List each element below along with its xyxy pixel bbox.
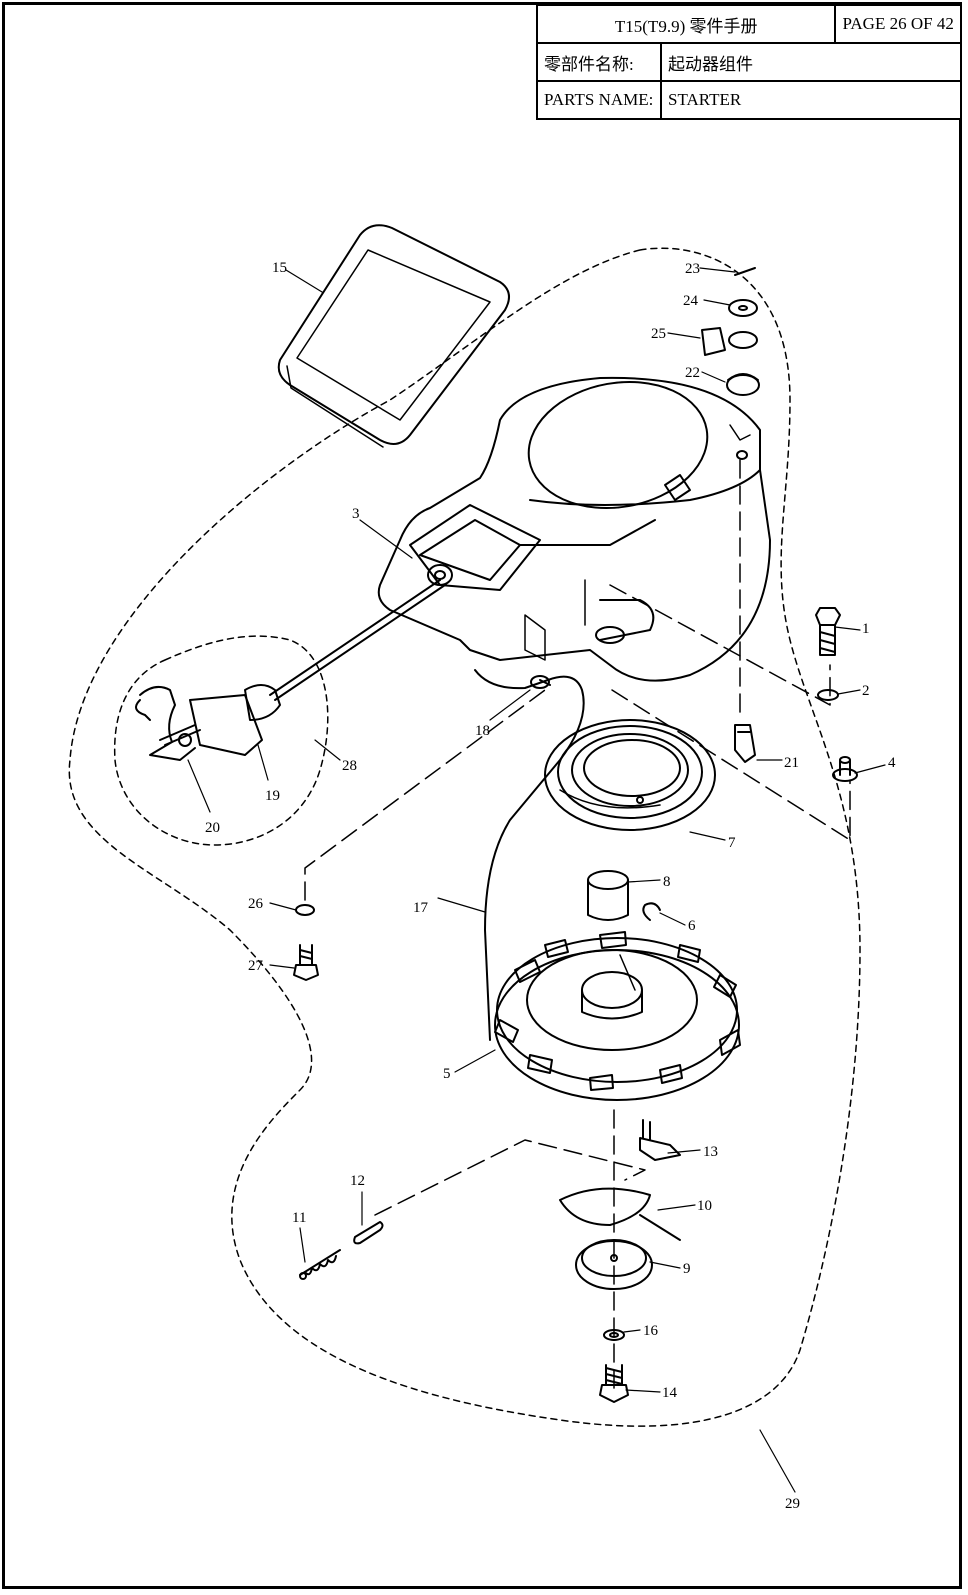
callout-10: 10 <box>697 1198 712 1214</box>
washer-24 <box>728 299 758 317</box>
gasket-15 <box>277 224 510 448</box>
callout-6: 6 <box>688 918 696 934</box>
cn-name-value: 起动器组件 <box>660 42 962 82</box>
pawl-spring-11 <box>299 1249 341 1280</box>
friction-spring-10 <box>559 1187 681 1241</box>
washer-26 <box>295 904 315 916</box>
en-name-label: PARTS NAME: <box>536 80 662 120</box>
spring-22 <box>726 373 760 396</box>
callout-13: 13 <box>703 1144 718 1160</box>
starter-cable <box>269 579 585 1041</box>
bushing-8 <box>587 870 629 921</box>
callout-2: 2 <box>862 683 870 699</box>
callout-18: 18 <box>475 723 490 739</box>
cotter-pin-23 <box>734 267 756 276</box>
callout-8: 8 <box>663 874 671 890</box>
callout-15: 15 <box>272 260 287 276</box>
alignment-line-12 <box>374 1139 646 1216</box>
stop-21 <box>734 724 756 763</box>
callout-29: 29 <box>785 1496 800 1512</box>
callout-14: 14 <box>662 1385 678 1401</box>
callout-27: 27 <box>248 958 264 974</box>
callout-17: 17 <box>413 900 429 916</box>
pin-12 <box>353 1221 384 1245</box>
pawl-13 <box>639 1119 681 1161</box>
alignment-line-1 <box>609 584 831 706</box>
callout-22: 22 <box>685 365 700 381</box>
leader-lines <box>187 267 886 1493</box>
callout-28: 28 <box>342 758 357 774</box>
callout-25: 25 <box>651 326 666 342</box>
washer-2 <box>817 689 839 701</box>
callout-12: 12 <box>350 1173 365 1189</box>
rivet-4 <box>832 756 858 782</box>
washer-16 <box>603 1329 625 1341</box>
callout-5: 5 <box>443 1066 451 1082</box>
doc-title: T15(T9.9) 零件手册 <box>535 4 837 44</box>
page-number: PAGE 26 OF 42 <box>834 4 962 44</box>
en-name-value: STARTER <box>660 80 962 120</box>
spiral-spring-7 <box>544 719 716 831</box>
callout-21: 21 <box>784 755 799 771</box>
callout-23: 23 <box>685 261 700 277</box>
alignment-line-26 <box>304 689 546 901</box>
callout-11: 11 <box>292 1210 306 1226</box>
bolt-14 <box>599 1364 629 1403</box>
callout-1: 1 <box>862 621 870 637</box>
friction-plate-9 <box>575 1239 653 1290</box>
pulley-5 <box>494 931 741 1101</box>
callout-3: 3 <box>352 506 360 522</box>
bolt-27 <box>293 944 319 981</box>
callout-4: 4 <box>888 755 896 771</box>
handle-assembly-19-20 <box>135 684 281 761</box>
assembly-boundary-29 <box>68 247 861 1427</box>
callout-16: 16 <box>643 1323 659 1339</box>
callout-26: 26 <box>248 896 264 912</box>
assembly-boundary-28 <box>113 635 329 846</box>
clip-6 <box>642 902 661 921</box>
starter-housing-3 <box>377 376 771 682</box>
callout-20: 20 <box>205 820 220 836</box>
cn-name-label: 零部件名称: <box>536 42 662 82</box>
callout-24: 24 <box>683 293 699 309</box>
callout-9: 9 <box>683 1261 691 1277</box>
callout-7: 7 <box>728 835 736 851</box>
bolt-1 <box>815 607 841 656</box>
title-block: T15(T9.9) 零件手册 PAGE 26 OF 42 零部件名称: 起动器组… <box>535 4 962 120</box>
alignment-line-4 <box>611 689 851 841</box>
callout-19: 19 <box>265 788 280 804</box>
plate-25 <box>701 327 758 356</box>
